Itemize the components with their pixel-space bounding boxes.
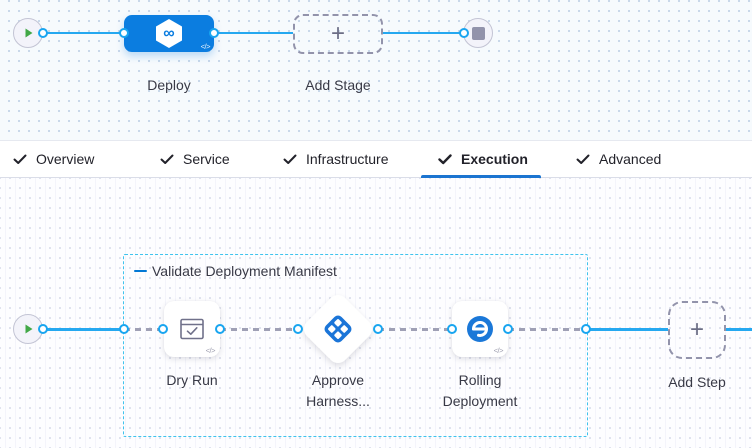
tab-advanced[interactable]: Advanced: [576, 141, 661, 177]
connector-line: [43, 31, 124, 34]
check-icon: [13, 154, 27, 164]
connector-port[interactable]: [293, 324, 303, 334]
connector-port[interactable]: [459, 28, 469, 38]
tab-infrastructure[interactable]: Infrastructure: [283, 141, 388, 177]
connector-port[interactable]: [503, 324, 513, 334]
plus-icon: +: [689, 316, 704, 343]
connector-line: [214, 31, 293, 34]
dashed-connector-line: [124, 328, 163, 331]
dashed-connector-line: [220, 328, 298, 331]
connector-line: [726, 328, 752, 331]
plus-icon: +: [330, 20, 345, 47]
stop-icon: [471, 26, 485, 40]
connector-port[interactable]: [38, 324, 48, 334]
check-icon: [160, 154, 174, 164]
connector-port[interactable]: [38, 28, 48, 38]
step-node-approve-harness[interactable]: [299, 290, 377, 368]
play-icon: [25, 324, 33, 334]
check-icon: [576, 154, 590, 164]
stage-config-tabbar: Overview Service Infrastructure Executio…: [0, 140, 752, 178]
step-label: Rolling Deployment: [442, 372, 518, 409]
dashed-connector-line: [378, 328, 452, 331]
step-label: Dry Run: [166, 372, 218, 388]
step-label: Approve Harness...: [306, 372, 370, 409]
tab-label: Service: [183, 151, 230, 167]
dashed-connector-line: [508, 328, 586, 331]
infinity-glyph: ∞: [163, 24, 175, 42]
tab-service[interactable]: Service: [160, 141, 230, 177]
connector-line: [383, 31, 464, 34]
connector-port[interactable]: [581, 324, 591, 334]
tab-execution[interactable]: Execution: [438, 141, 528, 177]
connector-port[interactable]: [119, 324, 129, 334]
harness-approval-icon: [324, 315, 352, 343]
step-node-rolling-deployment[interactable]: </>: [452, 301, 508, 357]
connector-line: [586, 328, 668, 331]
yaml-code-icon[interactable]: </>: [200, 42, 211, 51]
connector-port[interactable]: [215, 324, 225, 334]
stage-pipeline-canvas[interactable]: ∞ </> + Deploy Add Stage: [0, 0, 752, 140]
connector-line: [44, 328, 124, 331]
add-step-label: Add Step: [668, 374, 726, 390]
step-group-validate-deployment-manifest[interactable]: Validate Deployment Manifest: [123, 254, 588, 437]
active-tab-underline: [421, 175, 541, 178]
collapse-minus-icon[interactable]: [134, 269, 147, 273]
tab-label: Overview: [36, 151, 95, 167]
add-stage-label: Add Stage: [305, 77, 371, 93]
harness-cd-icon: ∞: [156, 19, 182, 48]
tab-overview[interactable]: Overview: [13, 141, 94, 177]
rolling-deployment-icon: [467, 316, 493, 342]
yaml-code-icon[interactable]: </>: [205, 346, 216, 355]
connector-port[interactable]: [373, 324, 383, 334]
step-group-header[interactable]: Validate Deployment Manifest: [134, 263, 337, 279]
step-node-dry-run[interactable]: </>: [164, 301, 220, 357]
check-icon: [283, 154, 297, 164]
tab-label: Advanced: [599, 151, 662, 167]
dry-run-window-check-icon: [180, 318, 204, 340]
check-icon: [438, 154, 452, 165]
stage-label: Deploy: [147, 77, 191, 93]
add-step-button[interactable]: +: [668, 301, 726, 359]
yaml-code-icon[interactable]: </>: [493, 346, 504, 355]
stage-node-deploy[interactable]: ∞ </>: [124, 15, 214, 52]
connector-port[interactable]: [158, 324, 168, 334]
add-stage-button[interactable]: +: [293, 14, 383, 54]
execution-canvas[interactable]: Validate Deployment Manifest </>: [0, 178, 752, 448]
connector-port[interactable]: [447, 324, 457, 334]
connector-port[interactable]: [119, 28, 129, 38]
tab-label: Execution: [461, 151, 528, 167]
step-group-label: Validate Deployment Manifest: [152, 263, 337, 279]
play-icon: [25, 28, 33, 38]
connector-port[interactable]: [209, 28, 219, 38]
tab-label: Infrastructure: [306, 151, 389, 167]
